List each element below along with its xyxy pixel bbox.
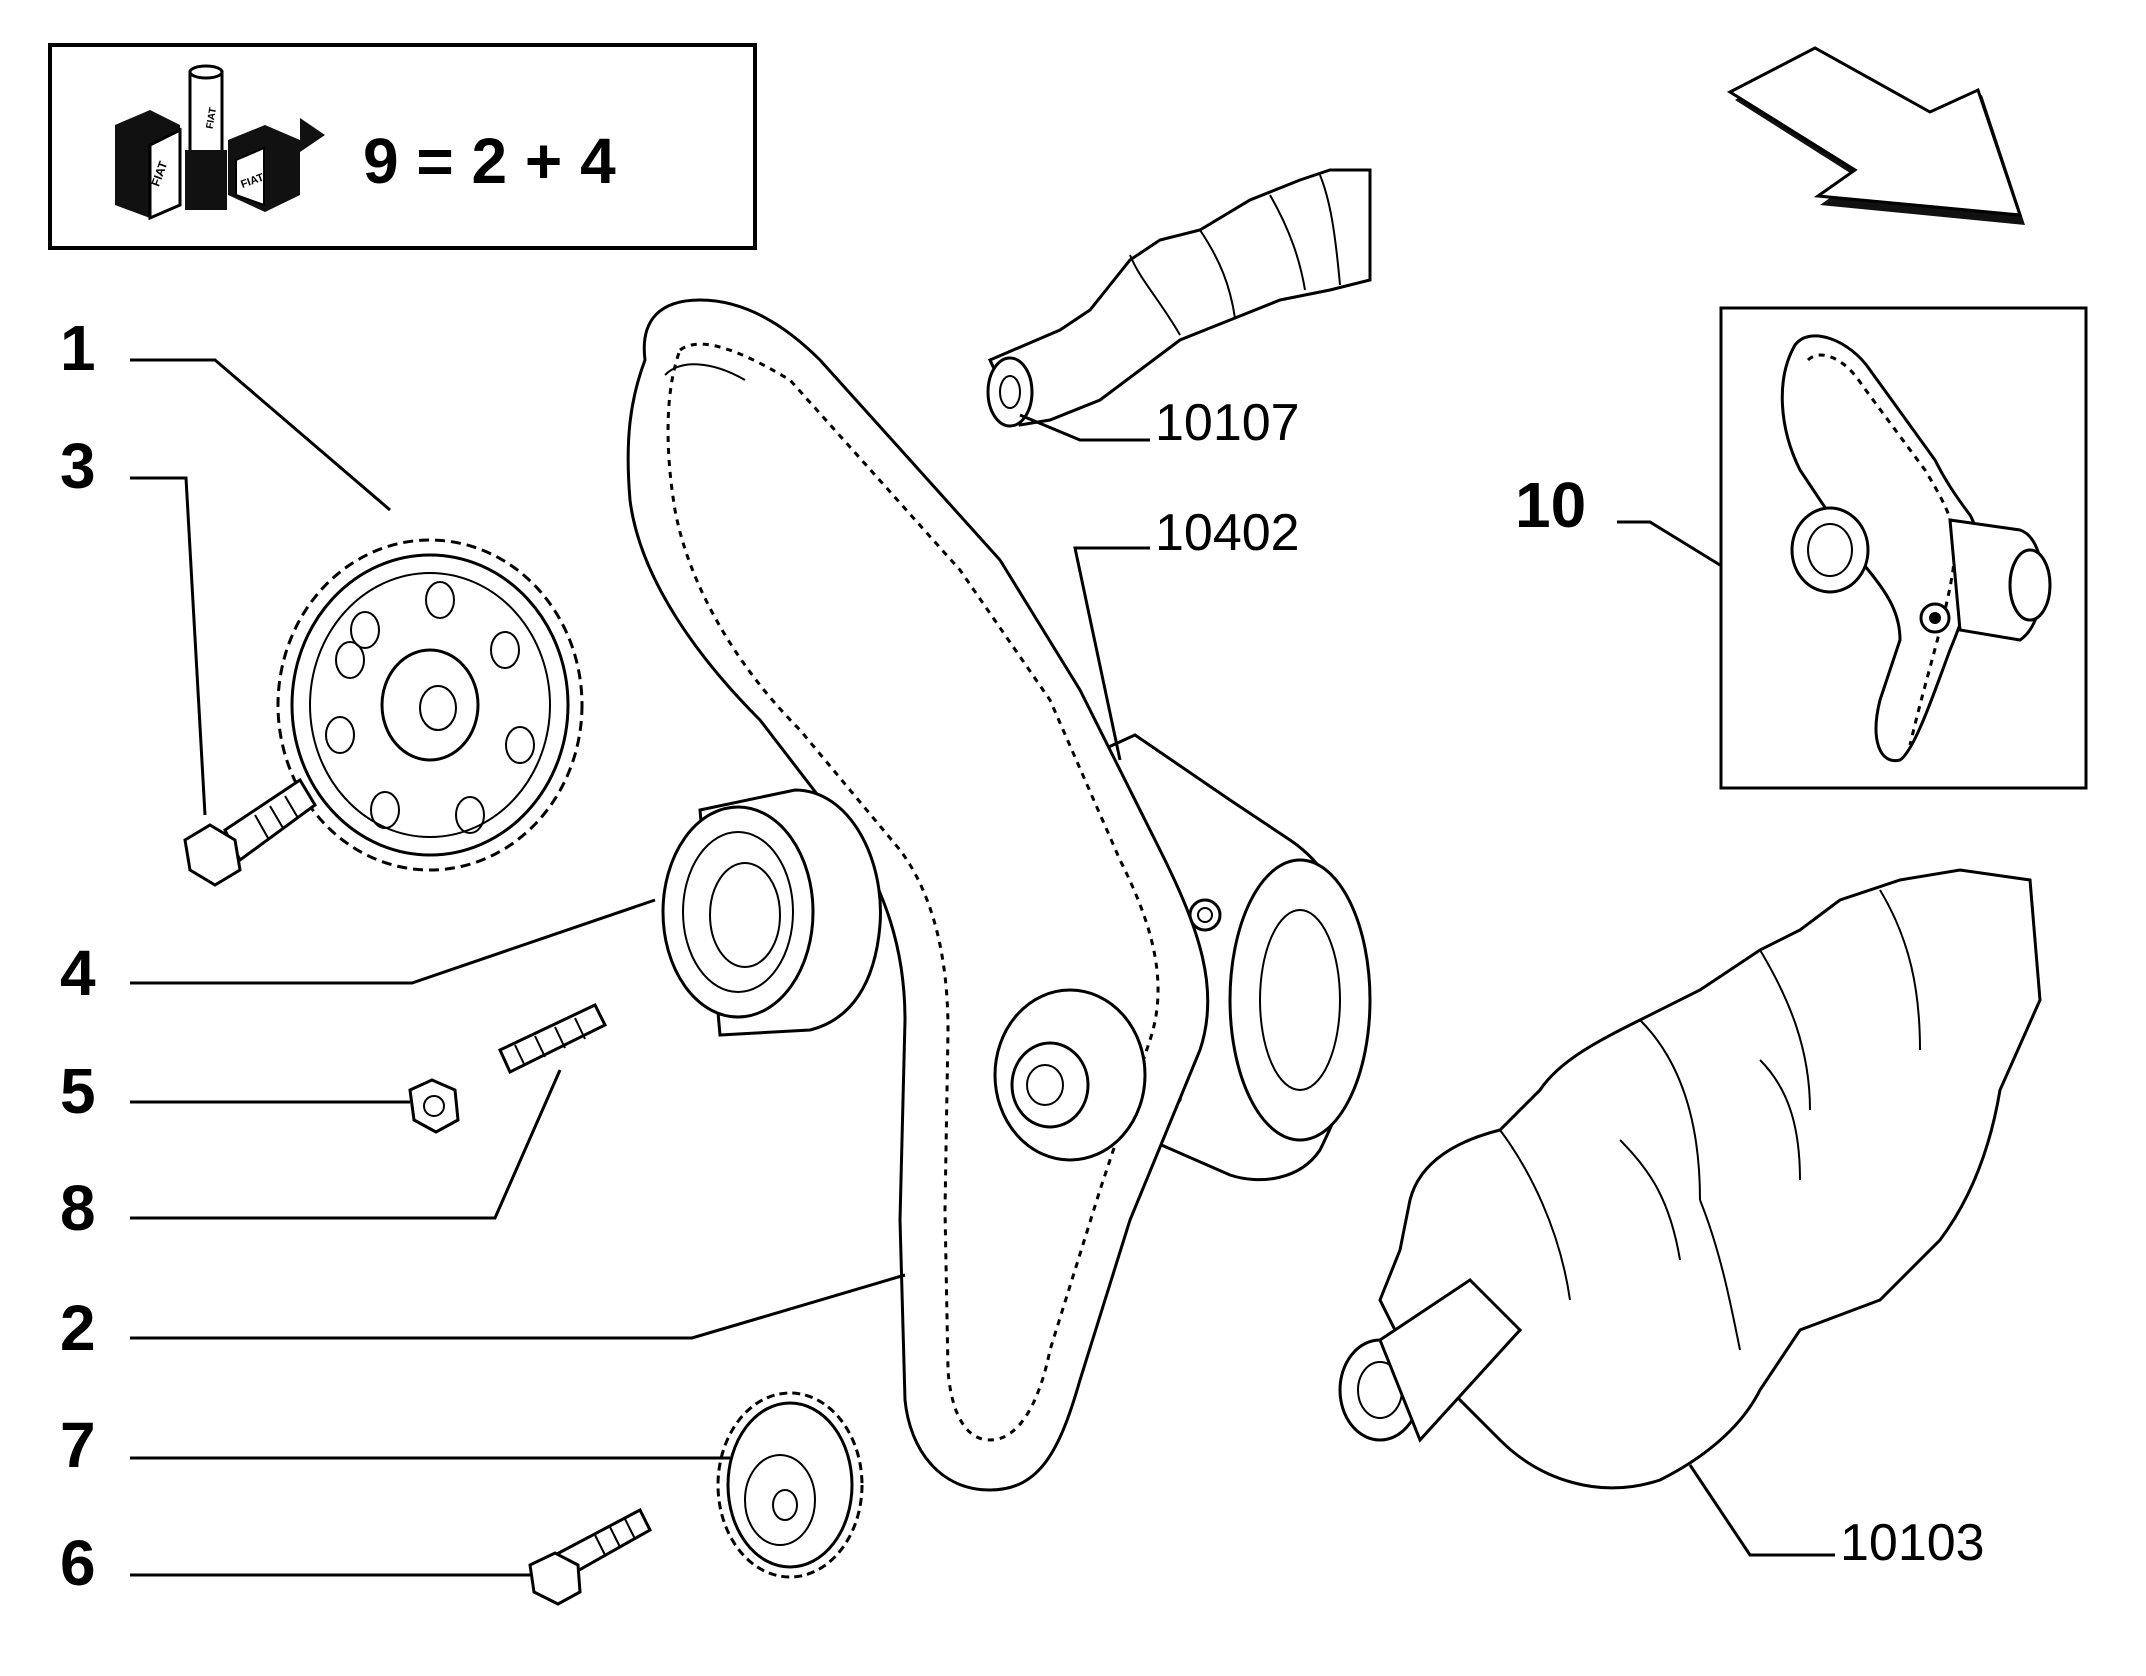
fiat-kit-logo-icon: FIAT FIAT FIAT (115, 64, 325, 221)
cam-sprocket (276, 538, 584, 872)
callout-4[interactable]: 4 (60, 937, 96, 1009)
ref-10402[interactable]: 10402 (1155, 504, 1300, 562)
leader-lines (130, 358, 1835, 1577)
callout-5[interactable]: 5 (60, 1055, 96, 1127)
reference-labels: 10107 10402 10103 (1155, 394, 1985, 1572)
nut (408, 1078, 460, 1134)
callout-10[interactable]: 10 (1515, 469, 1586, 541)
belt-kit-inset (1719, 306, 2088, 790)
bolt-crank (528, 1507, 652, 1606)
stud (498, 1003, 608, 1075)
callout-6[interactable]: 6 (60, 1527, 96, 1599)
bolt-sprocket (183, 777, 317, 887)
camshaft (986, 168, 1372, 428)
callout-1[interactable]: 1 (60, 312, 96, 384)
ref-10107[interactable]: 10107 (1155, 394, 1300, 452)
tensioner-pulley (661, 788, 882, 1037)
timing-belt (626, 298, 1210, 1492)
crankshaft (1338, 868, 2042, 1490)
direction-arrow-icon (1726, 46, 2025, 225)
tensioner-hub (993, 988, 1147, 1162)
callout-2[interactable]: 2 (60, 1292, 96, 1364)
callout-8[interactable]: 8 (60, 1172, 96, 1244)
callout-3[interactable]: 3 (60, 430, 96, 502)
logo-brand-text-cylinder: FIAT (205, 107, 220, 130)
callout-7[interactable]: 7 (60, 1409, 96, 1481)
ref-10103[interactable]: 10103 (1840, 1514, 1985, 1572)
crank-sprocket (716, 1391, 864, 1579)
kit-box: FIAT FIAT FIAT 9 = 2 + 4 (48, 43, 757, 250)
kit-formula: 9 = 2 + 4 (363, 125, 616, 197)
callout-labels: 1 3 4 5 8 2 7 6 10 (60, 312, 1586, 1599)
